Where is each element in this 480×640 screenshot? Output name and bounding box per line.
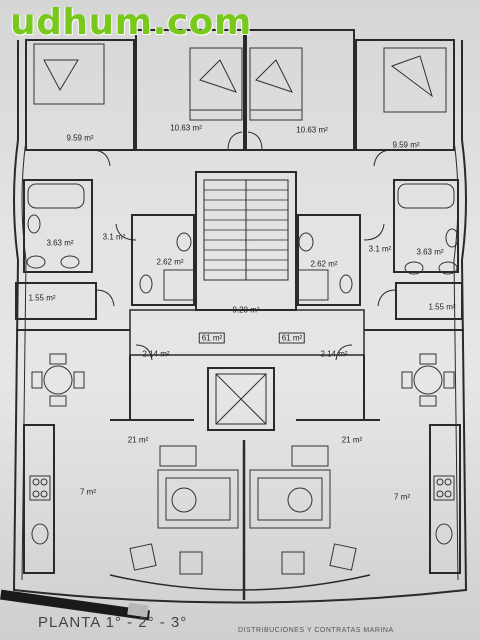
balcony-rail [109, 574, 371, 591]
stove-icon [433, 475, 455, 501]
bath-left [23, 179, 93, 273]
toilet-icon [27, 214, 41, 234]
toilet-icon [139, 274, 153, 294]
armchair-icon [179, 551, 203, 575]
stove-icon [29, 475, 51, 501]
toilet-left [131, 214, 195, 306]
bed-icon [33, 43, 105, 105]
watermark-logo: udhum.com [10, 2, 252, 43]
armchair-icon [329, 543, 357, 571]
area-toilet-right: 2.62 m² [310, 259, 338, 269]
area-duct-right: 61 m² [278, 332, 306, 344]
pen [0, 589, 150, 621]
area-bedroom-inner-right: 10.63 m² [296, 125, 328, 135]
plan-caption: DISTRIBUCIONES Y CONTRATAS MARINA [238, 627, 394, 634]
area-bedroom-outer-left: 9.59 m² [66, 133, 94, 143]
bedroom-inner-left [135, 29, 245, 151]
shower-icon [163, 269, 195, 301]
bedroom-outer-left [25, 39, 135, 151]
bedroom-inner-right [245, 29, 355, 151]
kitchen-right [429, 424, 461, 574]
sofa-icon [249, 469, 331, 529]
area-hall-right: 3.1 m² [368, 244, 392, 254]
area-storage-right: 1.55 m² [428, 302, 456, 312]
toilet-icon [445, 228, 459, 248]
bedroom-outer-right [355, 39, 455, 151]
area-bedroom-outer-right: 9.59 m² [392, 140, 420, 150]
bath-right [393, 179, 459, 273]
area-entry-right: 2.14 m² [320, 349, 348, 359]
area-bath-right: 3.63 m² [416, 247, 444, 257]
outer-wall [12, 40, 468, 604]
area-bath-left: 3.63 m² [46, 238, 74, 248]
toilet-right [297, 214, 361, 306]
sink-icon [26, 255, 46, 269]
area-hall-left: 3.1 m² [102, 232, 126, 242]
area-toilet-left: 2.62 m² [156, 257, 184, 267]
sink-icon [435, 523, 453, 545]
landing-wall [129, 309, 365, 356]
area-living-left: 21 m² [127, 435, 149, 445]
storage-right [395, 282, 463, 320]
bathtub-icon [397, 183, 455, 209]
armchair-icon [129, 543, 157, 571]
area-entry-left: 2.14 m² [142, 349, 170, 359]
sofa-icon [157, 469, 239, 529]
sink-icon [31, 523, 49, 545]
plan-title: PLANTA 1° - 2° - 3° [38, 614, 188, 631]
bed-icon [249, 47, 303, 121]
sink-icon [60, 255, 80, 269]
sink-icon [298, 232, 314, 252]
area-living-right: 21 m² [341, 435, 363, 445]
dining-table-icon [401, 353, 455, 407]
storage-left [15, 282, 97, 320]
area-kitchen-right: 7 m² [394, 492, 410, 502]
elevator-shaft [207, 367, 275, 431]
kitchen-left [23, 424, 55, 574]
area-storage-left: 1.55 m² [28, 293, 56, 303]
shower-icon [297, 269, 329, 301]
elevator-icon [215, 373, 267, 425]
sink-icon [438, 261, 458, 275]
area-bedroom-inner-left: 10.63 m² [170, 123, 202, 133]
stairs-icon [204, 189, 288, 271]
area-landing: 9.20 m² [232, 305, 260, 315]
toilet-icon [339, 274, 353, 294]
bed-icon [383, 47, 447, 113]
bed-icon [189, 47, 243, 121]
sink-icon [404, 261, 424, 275]
area-kitchen-left: 7 m² [80, 487, 96, 497]
sink-icon [176, 232, 192, 252]
armchair-icon [281, 551, 305, 575]
bathtub-icon [27, 183, 85, 209]
dining-table-icon [31, 353, 85, 407]
area-duct-left: 61 m² [198, 332, 226, 344]
